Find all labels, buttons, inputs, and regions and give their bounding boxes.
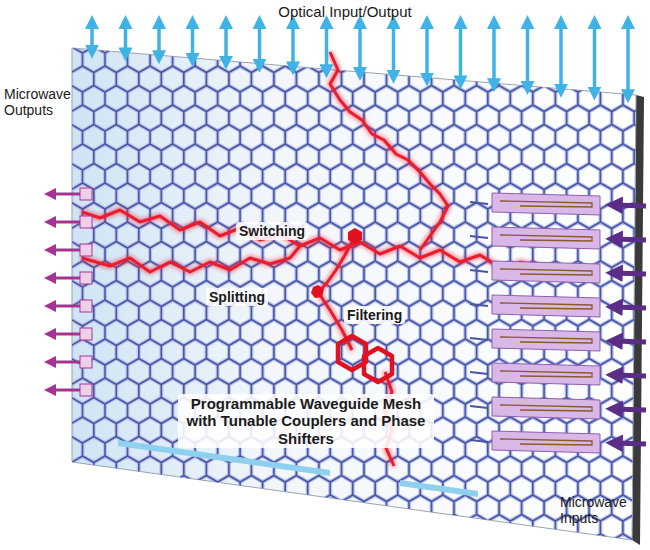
optical-arrow xyxy=(459,22,463,82)
light-path xyxy=(318,236,355,350)
electrode-feed xyxy=(470,236,488,238)
split-coupler xyxy=(311,285,324,298)
output-arrow xyxy=(50,389,80,392)
function-label: Splitting xyxy=(206,288,268,306)
input-electrode xyxy=(470,261,646,283)
light-path xyxy=(82,210,545,270)
input-arrow xyxy=(614,307,646,308)
electrode-trace xyxy=(500,337,592,343)
light-path xyxy=(330,52,448,250)
electrode-pad xyxy=(492,329,600,351)
electrode-trace xyxy=(500,303,592,309)
input-electrode xyxy=(470,227,646,249)
waveguide-mesh xyxy=(49,27,650,550)
electrode-pad xyxy=(492,363,600,385)
electrode-feed xyxy=(470,372,488,374)
electrode-trace xyxy=(500,371,592,377)
input-arrow xyxy=(614,341,646,342)
input-label: Microwave Inputs xyxy=(560,494,646,526)
optical-arrow xyxy=(492,22,496,85)
light-paths xyxy=(82,52,545,466)
electrode-pad xyxy=(492,261,600,283)
mesh-label: Programmable Waveguide Mesh with Tunable… xyxy=(178,394,434,448)
output-arrow xyxy=(50,361,80,364)
electrode-feed xyxy=(470,338,488,340)
optical-arrow xyxy=(325,22,329,71)
electrode-trace xyxy=(500,269,592,275)
output-arrow xyxy=(50,305,80,308)
output-arrow xyxy=(50,221,80,224)
output-arrow xyxy=(50,277,80,280)
electrode-pad xyxy=(492,431,600,453)
optical-arrow xyxy=(224,22,228,63)
waveguide-mesh-glow xyxy=(49,27,650,550)
optical-arrow xyxy=(392,22,396,77)
output-pad xyxy=(80,328,92,340)
input-electrode xyxy=(470,329,646,351)
output-arrow xyxy=(50,249,80,252)
input-arrow xyxy=(614,409,646,410)
output-pad xyxy=(80,356,92,368)
input-electrode xyxy=(470,193,646,215)
output-label: Microwave Outputs xyxy=(4,86,94,118)
optical-arrow xyxy=(559,22,563,91)
electrode-pad xyxy=(492,295,600,317)
io-label: Optical Input/Output xyxy=(250,3,440,20)
ring-resonator xyxy=(364,348,392,382)
electrode-trace xyxy=(500,201,592,207)
electrode-trace xyxy=(500,405,592,411)
function-label: Filtering xyxy=(344,306,405,324)
optical-arrow xyxy=(258,22,262,66)
input-arrow xyxy=(614,205,646,206)
electrode-trace xyxy=(500,439,592,445)
optical-arrow xyxy=(626,22,630,96)
optical-arrow xyxy=(291,22,295,68)
output-arrow xyxy=(50,193,80,196)
electrode-pad xyxy=(492,193,600,215)
electrode-trace xyxy=(500,235,592,241)
output-pad xyxy=(80,300,92,312)
electrode-feed xyxy=(470,406,488,408)
electrode-feed xyxy=(470,440,488,442)
input-electrode xyxy=(470,295,646,317)
input-electrode xyxy=(470,397,646,419)
output-pad xyxy=(80,244,92,256)
function-label: Switching xyxy=(236,222,308,240)
input-arrow xyxy=(614,443,646,444)
optical-arrow xyxy=(526,22,530,88)
electrode-feed xyxy=(470,202,488,204)
light-path xyxy=(82,246,300,272)
input-electrode xyxy=(470,363,646,385)
electrode-feed xyxy=(470,270,488,272)
optical-arrow xyxy=(90,22,94,52)
input-arrow xyxy=(614,239,646,240)
electrode-pad xyxy=(492,227,600,249)
output-pad xyxy=(80,188,92,200)
output-pad xyxy=(80,216,92,228)
optical-bar xyxy=(400,480,478,497)
optical-arrow xyxy=(425,22,429,80)
optical-arrows xyxy=(92,22,628,96)
output-pad xyxy=(80,384,92,396)
electrode-feed xyxy=(470,304,488,306)
microwave-inputs xyxy=(470,193,646,453)
optical-arrow xyxy=(191,22,195,60)
optical-arrow xyxy=(358,22,362,74)
switch-coupler xyxy=(348,228,362,244)
electrode-pad xyxy=(492,397,600,419)
optical-arrow xyxy=(124,22,128,54)
optical-arrow xyxy=(157,22,161,57)
input-arrow xyxy=(614,375,646,376)
optical-arrow xyxy=(593,22,597,94)
input-electrode xyxy=(470,431,646,453)
microwave-outputs xyxy=(50,188,92,396)
filter-rings xyxy=(338,336,392,382)
output-arrow xyxy=(50,333,80,336)
output-pad xyxy=(80,272,92,284)
input-arrow xyxy=(614,273,646,274)
